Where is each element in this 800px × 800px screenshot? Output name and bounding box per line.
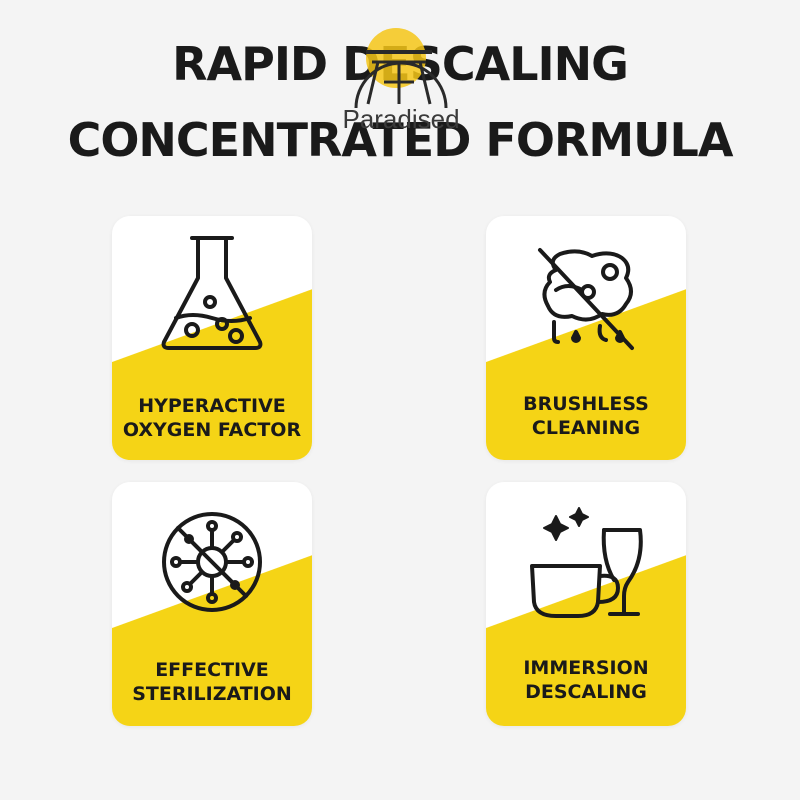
feature-label-line-2: DESCALING bbox=[525, 681, 647, 703]
headline-line-1: RAPID DESCALING bbox=[172, 37, 629, 91]
feature-label-line-1: IMMERSION bbox=[523, 657, 649, 679]
feature-label: BRUSHLESS CLEANING bbox=[486, 392, 686, 440]
cup-glass-sparkle-icon bbox=[530, 507, 643, 618]
feature-card-immersion: IMMERSION DESCALING bbox=[486, 482, 686, 726]
headline-line-2: CONCENTRATED FORMULA bbox=[67, 113, 734, 167]
no-sponge-icon bbox=[538, 248, 634, 350]
feature-label-line-2: STERILIZATION bbox=[132, 683, 292, 705]
feature-label: HYPERACTIVE OXYGEN FACTOR bbox=[112, 394, 312, 442]
feature-label: IMMERSION DESCALING bbox=[486, 656, 686, 704]
feature-label-line-1: HYPERACTIVE bbox=[138, 395, 286, 417]
feature-label-line-1: EFFECTIVE bbox=[155, 659, 269, 681]
feature-label-line-2: OXYGEN FACTOR bbox=[122, 419, 302, 441]
feature-label: EFFECTIVE STERILIZATION bbox=[112, 658, 312, 706]
flask-bubbles-icon bbox=[161, 236, 263, 350]
feature-card-sterilization: EFFECTIVE STERILIZATION bbox=[112, 482, 312, 726]
feature-label-line-2: CLEANING bbox=[531, 417, 641, 439]
feature-label-line-1: BRUSHLESS bbox=[523, 393, 649, 415]
feature-card-oxygen: HYPERACTIVE OXYGEN FACTOR bbox=[112, 216, 312, 460]
feature-card-brushless: BRUSHLESS CLEANING bbox=[486, 216, 686, 460]
no-virus-icon bbox=[162, 512, 262, 612]
